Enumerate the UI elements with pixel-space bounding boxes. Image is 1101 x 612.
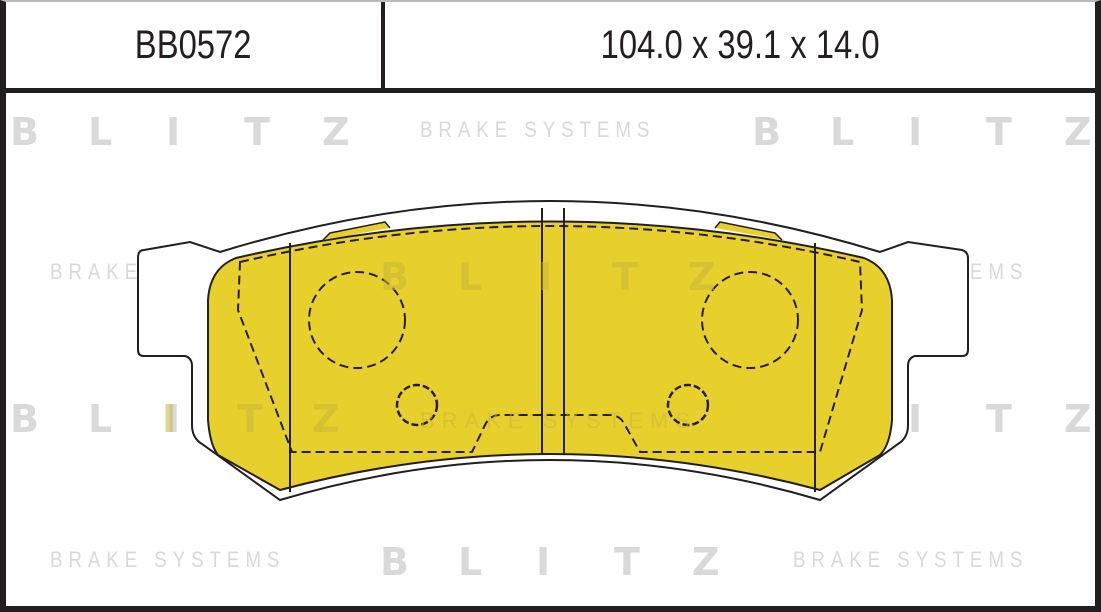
svg-text:I: I bbox=[538, 255, 552, 299]
friction-material bbox=[207, 220, 893, 492]
watermark-tagline: BRAKE SYSTEMS bbox=[793, 547, 1029, 572]
svg-text:L: L bbox=[458, 255, 482, 299]
watermark-tagline: BRAKE SYSTEMS bbox=[420, 117, 656, 142]
svg-text:Z: Z bbox=[688, 255, 716, 299]
svg-text:B: B bbox=[380, 255, 409, 299]
piston-circle bbox=[701, 271, 799, 369]
dimensions: 104.0 x 39.1 x 14.0 bbox=[600, 22, 880, 67]
pin-circle bbox=[666, 383, 710, 427]
part-code: BB0572 bbox=[135, 22, 252, 67]
svg-text:Z: Z bbox=[312, 397, 340, 441]
part-code-cell: BB0572 bbox=[6, 2, 385, 88]
svg-text:T: T bbox=[237, 397, 263, 441]
dimensions-cell: 104.0 x 39.1 x 14.0 bbox=[385, 2, 1095, 88]
piston-circle bbox=[308, 271, 406, 369]
spec-header: BB0572 104.0 x 39.1 x 14.0 bbox=[6, 2, 1095, 93]
svg-text:BRAKE SYSTEMS: BRAKE SYSTEMS bbox=[420, 408, 697, 433]
watermark-tagline: BRAKE SYSTEMS bbox=[50, 547, 286, 572]
svg-text:T: T bbox=[612, 255, 638, 299]
pin-circle bbox=[395, 383, 439, 427]
svg-text:I: I bbox=[162, 397, 176, 441]
shim-outline-dashed bbox=[236, 225, 864, 453]
